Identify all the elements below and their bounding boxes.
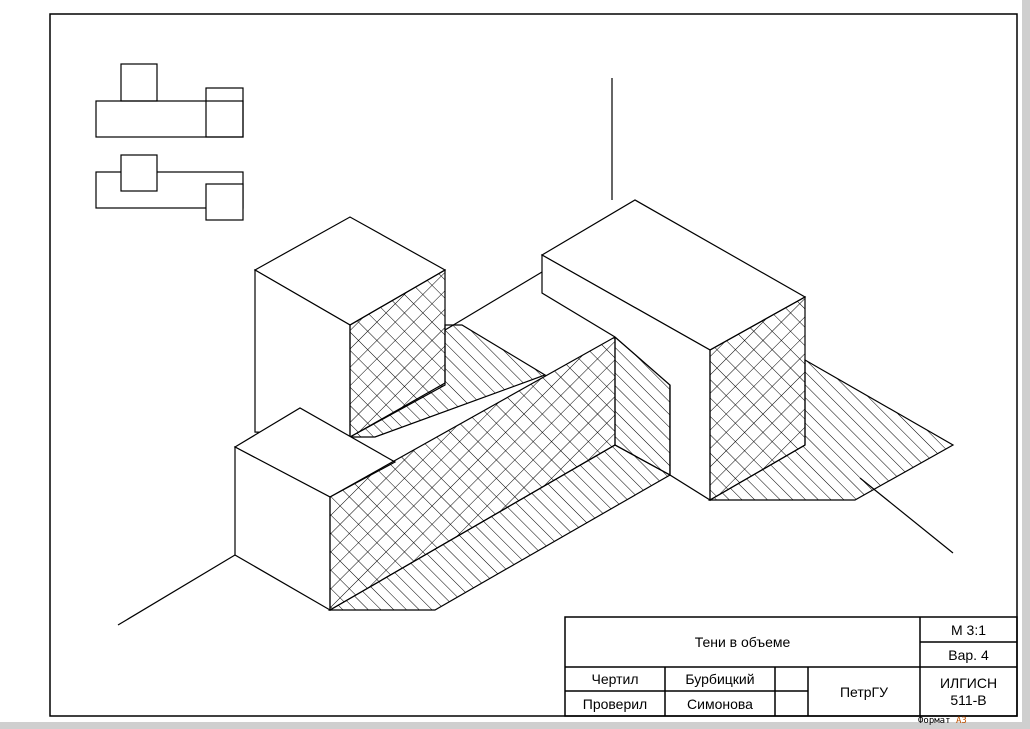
- drawing-frame: [49, 13, 1018, 717]
- group-line-2: 511-В: [950, 691, 987, 708]
- long-block: [233, 335, 616, 612]
- top-view: [95, 154, 244, 221]
- drew-label: Чертил: [591, 671, 639, 687]
- format-word: Формат: [918, 716, 951, 726]
- format-label: Формат А3: [918, 716, 967, 726]
- axis-lines: [117, 78, 954, 626]
- format-size: А3: [955, 716, 967, 726]
- scale: М 3:1: [950, 621, 986, 638]
- drawing-title: Тени в объеме: [694, 634, 791, 650]
- checked-name: Симонова: [687, 695, 753, 712]
- group-code: ИЛГИСН 511-В: [920, 667, 1017, 716]
- checked-label: Проверил: [582, 695, 648, 712]
- drew-name: Бурбицкий: [685, 671, 755, 687]
- title-block-grid: [564, 616, 1018, 717]
- variant: Вар. 4: [948, 646, 989, 663]
- right-block: [540, 199, 807, 502]
- left-block: [253, 216, 447, 439]
- organization: ПетрГУ: [839, 683, 889, 700]
- front-view: [95, 63, 244, 138]
- group-line-1: ИЛГИСН: [939, 674, 998, 691]
